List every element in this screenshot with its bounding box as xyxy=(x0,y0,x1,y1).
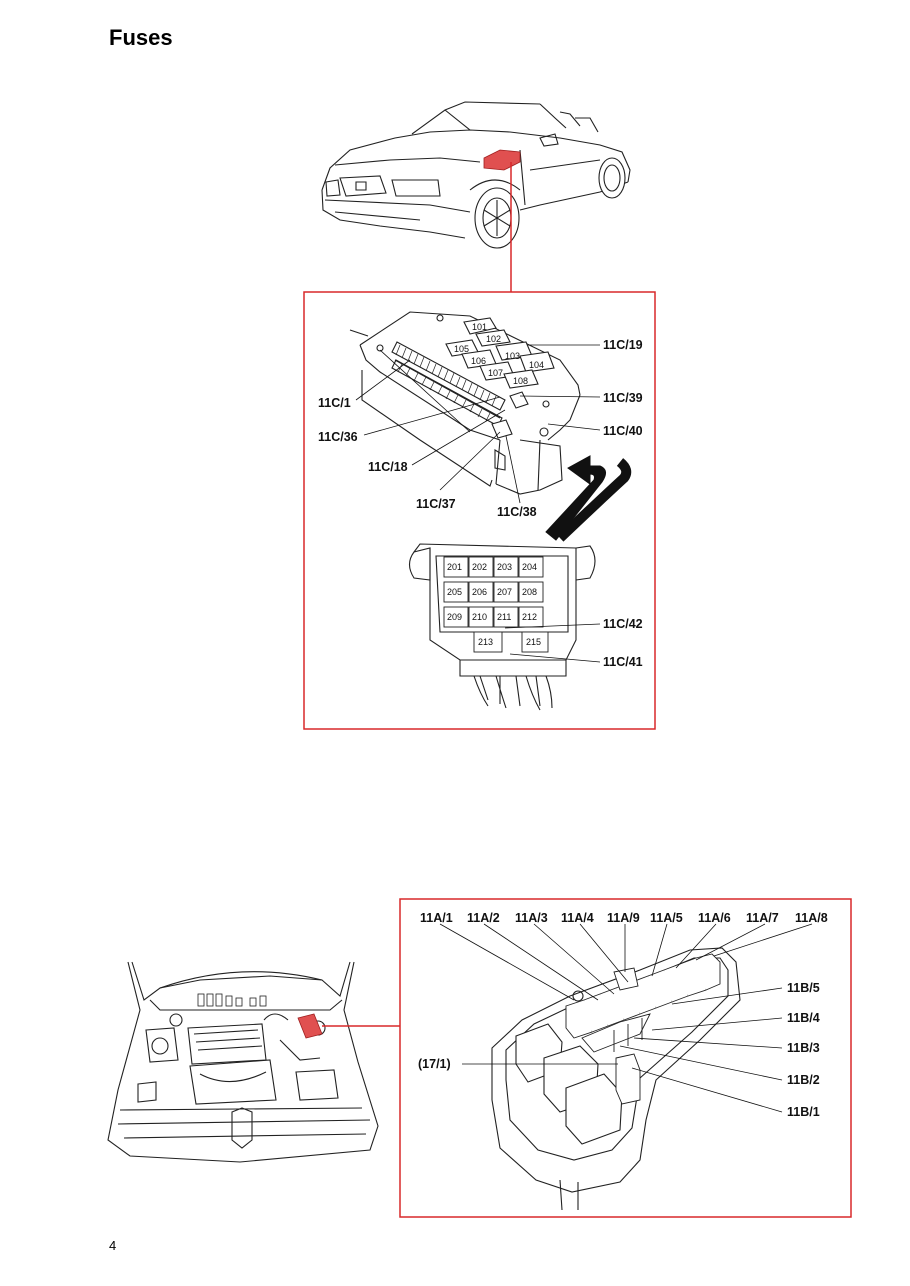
relay-leader-lines xyxy=(439,923,813,1113)
page-title: Fuses xyxy=(109,25,173,50)
upper-leader-lines xyxy=(355,344,601,504)
fuse-box-drawing-upper xyxy=(349,311,581,495)
label-11a-4: 11A/4 xyxy=(561,911,594,925)
relay-right-labels: 11B/5 11B/4 11B/3 11B/2 11B/1 xyxy=(787,981,820,1119)
label-11a-5: 11A/5 xyxy=(650,911,683,925)
label-11b-2: 11B/2 xyxy=(787,1073,820,1087)
fuse-105: 105 xyxy=(454,344,469,354)
engine-bay-illustration xyxy=(107,961,379,1163)
label-11a-9: 11A/9 xyxy=(607,911,640,925)
fuse-205: 205 xyxy=(447,587,462,597)
label-11c-37: 11C/37 xyxy=(416,497,456,511)
fuse-212: 212 xyxy=(522,612,537,622)
fuse-208: 208 xyxy=(522,587,537,597)
label-11a-8: 11A/8 xyxy=(795,911,828,925)
fuse-104: 104 xyxy=(529,360,544,370)
fuse-202: 202 xyxy=(472,562,487,572)
fuse-213: 213 xyxy=(478,637,493,647)
upper-fuse-numbers: 101 102 103 104 105 106 107 108 xyxy=(454,322,544,386)
label-11c-41: 11C/41 xyxy=(603,655,643,669)
label-11a-7: 11A/7 xyxy=(746,911,779,925)
page-number: 4 xyxy=(109,1238,117,1253)
flip-arrow-body xyxy=(556,458,632,542)
fuse-106: 106 xyxy=(471,356,486,366)
fuse-box-drawing-lower xyxy=(408,543,596,711)
label-11c-39: 11C/39 xyxy=(603,391,643,405)
relay-box-drawing xyxy=(491,947,741,1211)
relay-top-labels: 11A/1 11A/2 11A/3 11A/4 11A/9 11A/5 11A/… xyxy=(420,911,828,925)
lower-fuse-numbers: 201 202 203 204 205 206 207 208 209 210 … xyxy=(447,562,541,647)
label-11b-3: 11B/3 xyxy=(787,1041,820,1055)
lower-diagram-frame xyxy=(399,898,852,1218)
label-11c-19: 11C/19 xyxy=(603,338,643,352)
label-11c-42: 11C/42 xyxy=(603,617,643,631)
label-11a-2: 11A/2 xyxy=(467,911,500,925)
label-11a-3: 11A/3 xyxy=(515,911,548,925)
fuse-102: 102 xyxy=(486,334,501,344)
upper-diagram-frame xyxy=(303,291,656,730)
label-11c-1: 11C/1 xyxy=(318,396,351,410)
fuse-207: 207 xyxy=(497,587,512,597)
flip-arrow xyxy=(545,455,606,541)
fuse-108: 108 xyxy=(513,376,528,386)
fuse-210: 210 xyxy=(472,612,487,622)
label-11c-40: 11C/40 xyxy=(603,424,643,438)
lower-leader-lines-upper-frame xyxy=(504,623,601,663)
fuse-103: 103 xyxy=(505,351,520,361)
label-11b-1: 11B/1 xyxy=(787,1105,820,1119)
fuse-201: 201 xyxy=(447,562,462,572)
fuse-203: 203 xyxy=(497,562,512,572)
upper-labels: 11C/19 11C/39 11C/40 11C/1 11C/36 11C/18… xyxy=(318,338,643,519)
car-illustration xyxy=(321,101,631,249)
fuse-215: 215 xyxy=(526,637,541,647)
label-11c-38: 11C/38 xyxy=(497,505,537,519)
label-11c-18: 11C/18 xyxy=(368,460,408,474)
label-11b-4: 11B/4 xyxy=(787,1011,820,1025)
label-11a-6: 11A/6 xyxy=(698,911,731,925)
fuse-101: 101 xyxy=(472,322,487,332)
label-17-1: (17/1) xyxy=(418,1057,451,1071)
label-11a-1: 11A/1 xyxy=(420,911,453,925)
label-11c-36: 11C/36 xyxy=(318,430,358,444)
fuse-107: 107 xyxy=(488,368,503,378)
fuse-206: 206 xyxy=(472,587,487,597)
fuse-204: 204 xyxy=(522,562,537,572)
label-11b-5: 11B/5 xyxy=(787,981,820,995)
fuse-211: 211 xyxy=(497,612,511,622)
fuse-209: 209 xyxy=(447,612,462,622)
